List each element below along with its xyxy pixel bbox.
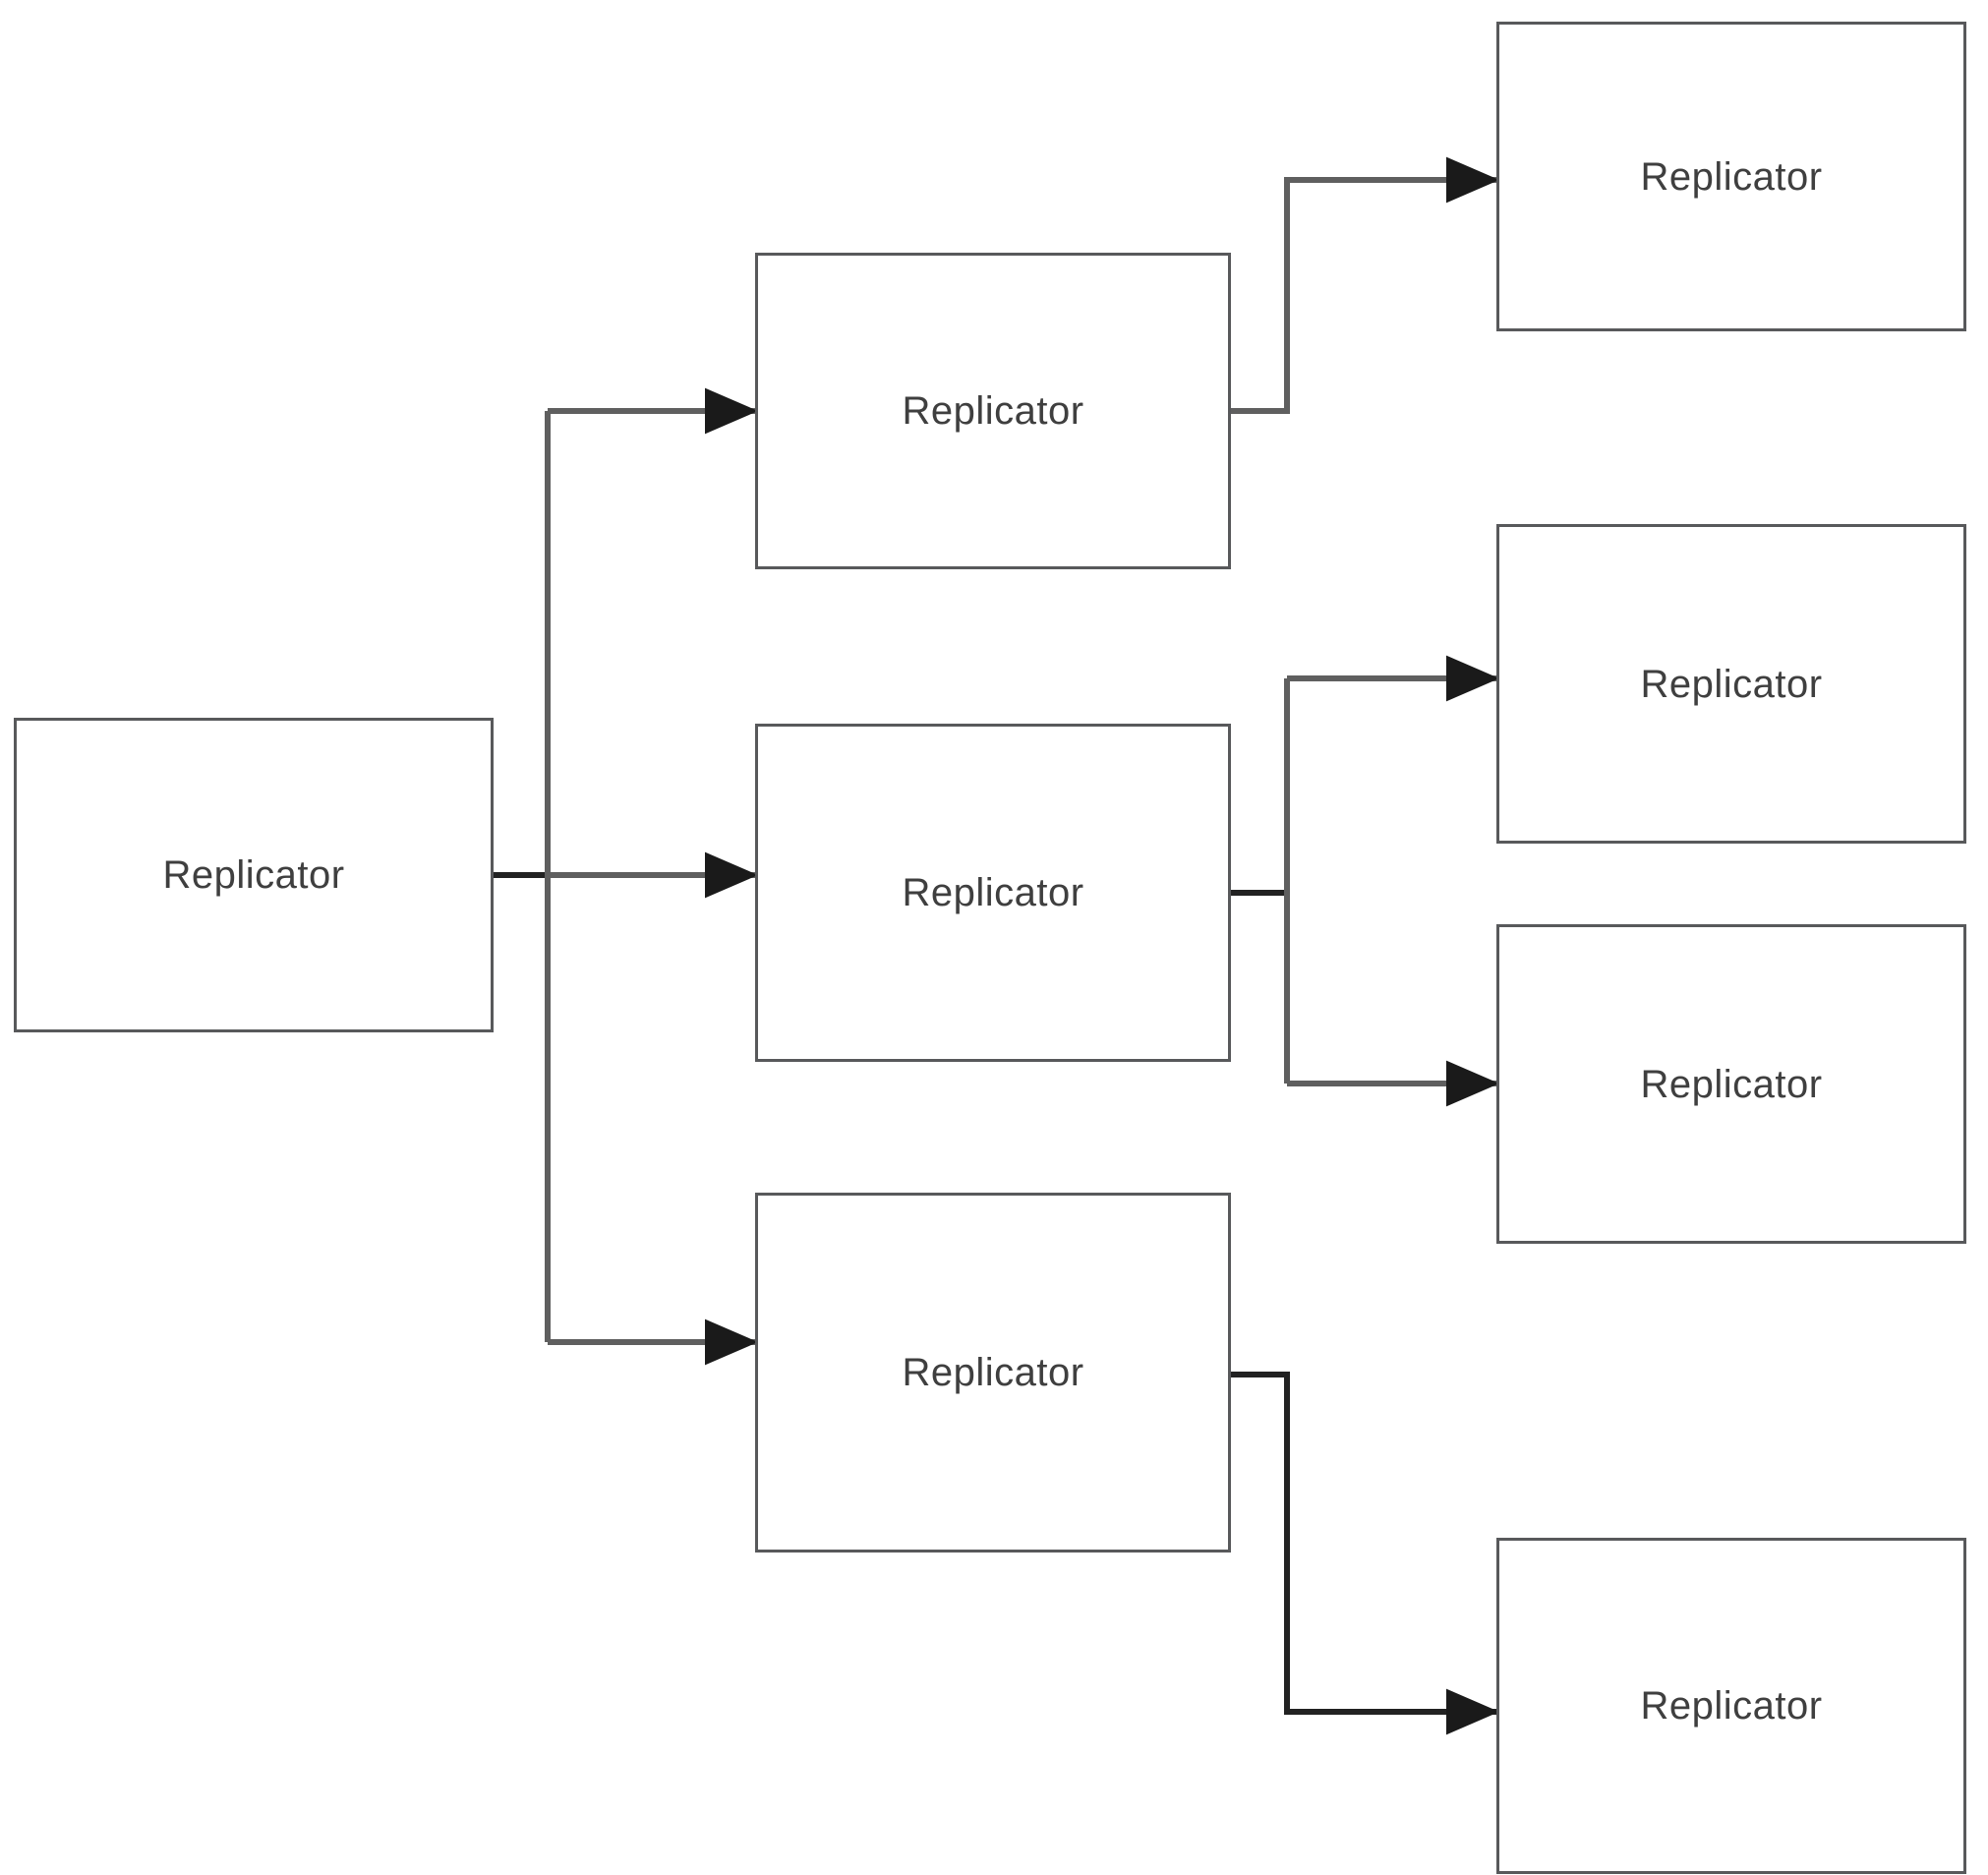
node-label: Replicator [162, 853, 345, 897]
node-label: Replicator [1640, 1684, 1823, 1728]
node-replicator-mid-1[interactable]: Replicator [755, 253, 1231, 569]
node-label: Replicator [902, 871, 1084, 914]
node-replicator-root[interactable]: Replicator [14, 718, 494, 1032]
node-label: Replicator [902, 389, 1084, 433]
edge-mid-1-to-leaf-1 [1231, 156, 1499, 414]
node-label: Replicator [1640, 662, 1823, 706]
node-replicator-mid-2[interactable]: Replicator [755, 724, 1231, 1062]
node-label: Replicator [1640, 154, 1823, 199]
edge-mid-3-to-leaf-4 [1231, 1372, 1499, 1735]
node-replicator-leaf-4[interactable]: Replicator [1496, 1538, 1966, 1874]
node-replicator-mid-3[interactable]: Replicator [755, 1193, 1231, 1553]
node-replicator-leaf-1[interactable]: Replicator [1496, 22, 1966, 331]
node-replicator-leaf-2[interactable]: Replicator [1496, 524, 1966, 844]
node-label: Replicator [1640, 1062, 1823, 1106]
node-replicator-leaf-3[interactable]: Replicator [1496, 924, 1966, 1244]
node-label: Replicator [902, 1351, 1084, 1394]
